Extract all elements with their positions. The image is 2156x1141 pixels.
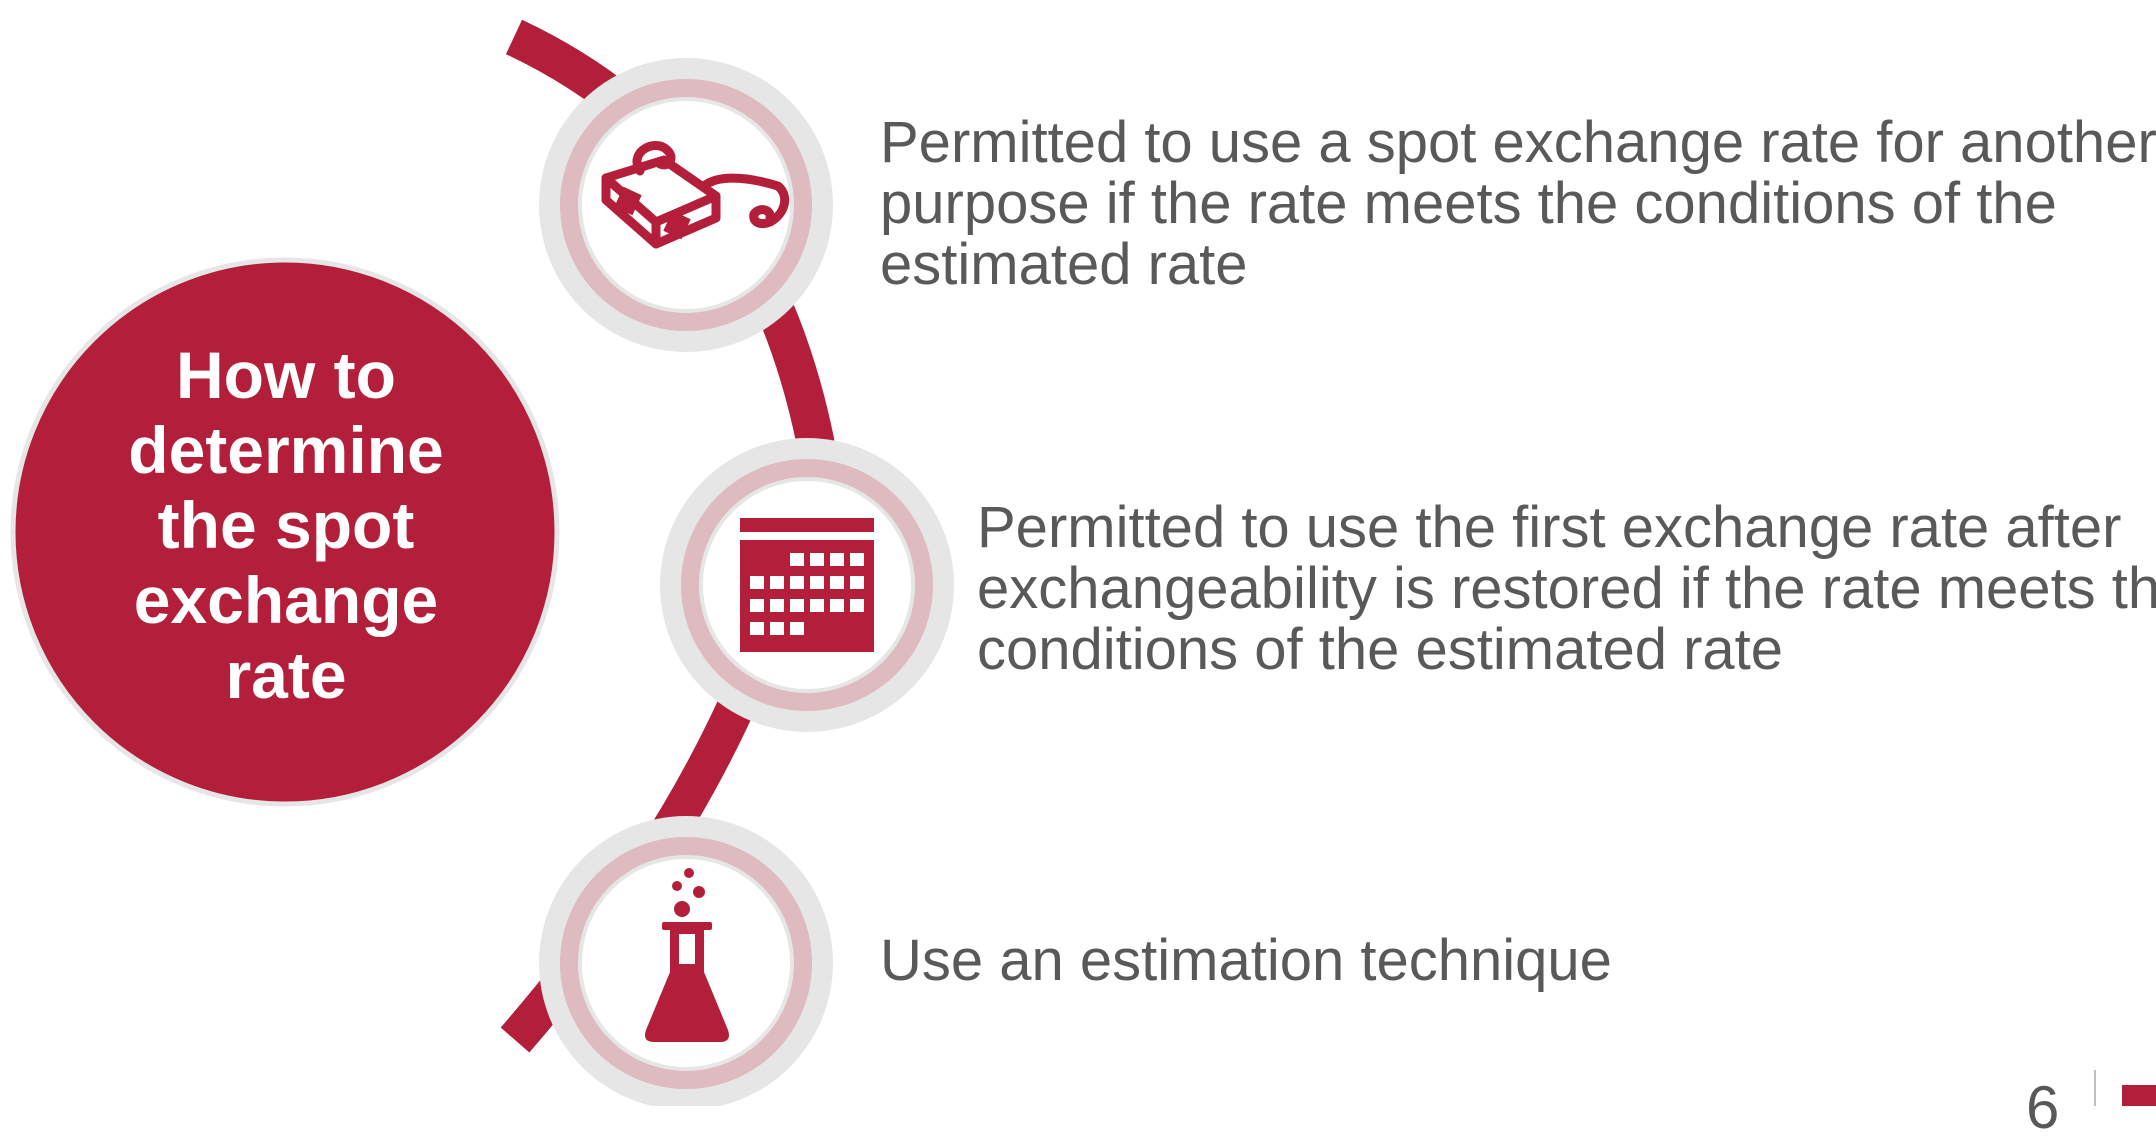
item-2-line: exchangeability is restored if the rate … (977, 556, 2156, 621)
item-1-line: purpose if the rate meets the conditions… (880, 171, 2057, 236)
main-title-line: the spot (157, 488, 415, 562)
page-number: 6 (2026, 1074, 2060, 1141)
item-2-text: Permitted to use the first exchange rate… (977, 497, 2156, 680)
corner-mark (2122, 1085, 2156, 1106)
item-3-text: Use an estimation technique (880, 930, 1612, 991)
main-title-line: exchange (133, 563, 439, 637)
item-1-line: estimated rate (880, 232, 1248, 297)
main-title-line: determine (128, 413, 444, 487)
item-2-line: Permitted to use the first exchange rate… (977, 495, 2122, 560)
main-title-line: How to (176, 338, 396, 412)
item-1-line: Permitted to use a spot exchange rate fo… (880, 110, 2156, 175)
flask-icon (645, 868, 729, 1042)
main-title-line: rate (225, 638, 347, 712)
main-circle (10, 257, 560, 807)
item-3-line: Use an estimation technique (880, 928, 1612, 993)
diagram-canvas (10, 19, 2156, 1106)
3d-glasses-icon (601, 141, 790, 249)
item-2-line: conditions of the estimated rate (977, 617, 1784, 682)
calendar-icon (740, 518, 874, 652)
item-1-text: Permitted to use a spot exchange rate fo… (880, 112, 2156, 295)
main-title: How to determine the spot exchange rate (36, 338, 536, 713)
